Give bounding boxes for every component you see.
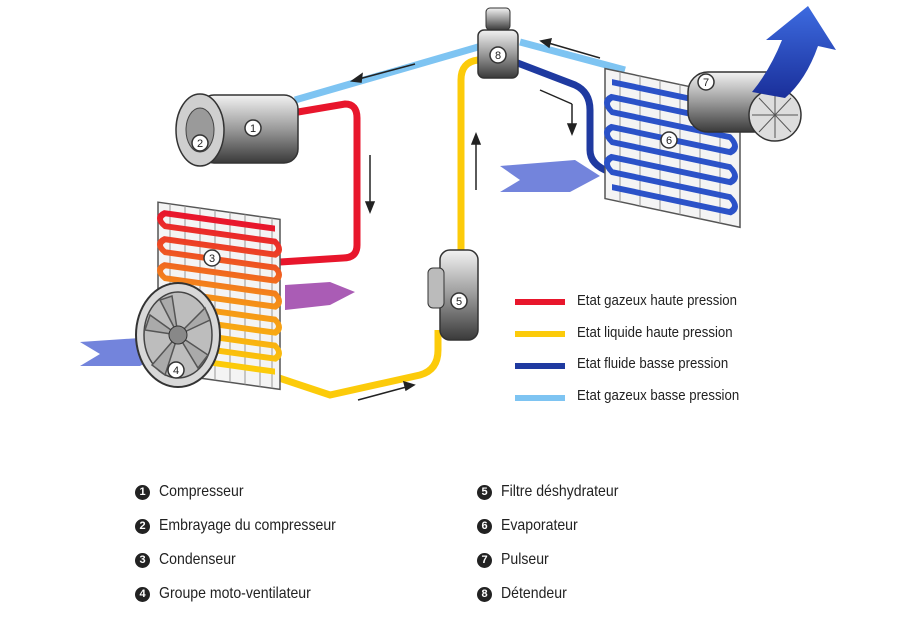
air-outlet-arrow [752,6,836,98]
list-item: 5 Filtre déshydrateur [477,483,634,501]
expansion-valve: 8 [477,7,519,79]
legend-label: Etat liquide haute pression [577,324,733,341]
pipe-gas-low-to-compressor [294,41,486,104]
number-bullet: 6 [477,518,492,534]
label-4: 4 [173,365,179,377]
fan-group: 4 [135,282,221,388]
legend-swatch-liquid-high [515,331,565,337]
list-item: 8 Détendeur [477,585,576,603]
item-label: Pulseur [501,551,549,568]
label-6: 6 [666,135,672,147]
pipe-gas-low-from-evaporator [519,38,626,74]
number-bullet: 8 [477,586,492,602]
pipe-fluid-low [513,58,612,176]
compressor: 2 1 [175,93,299,167]
air-evaporator-arrow [500,160,600,192]
pipe-liquid-to-valve [457,56,479,250]
legend-label: Etat gazeux basse pression [577,387,740,404]
list-item: 1 Compresseur [135,483,255,501]
item-label: Groupe moto-ventilateur [159,585,311,602]
legend-label: Etat fluide basse pression [577,355,729,372]
legend-swatch-fluid-low [515,363,565,369]
label-2: 2 [197,138,203,150]
label-1: 1 [250,123,256,135]
list-item: 7 Pulseur [477,551,555,569]
list-item: 3 Condenseur [135,551,246,569]
label-8: 8 [495,50,501,62]
list-item: 4 Groupe moto-ventilateur [135,585,332,603]
item-label: Evaporateur [501,517,578,534]
item-label: Filtre déshydrateur [501,483,619,500]
number-bullet: 4 [135,586,150,602]
pipe-gas-high [279,100,361,266]
item-label: Condenseur [159,551,236,568]
filter-dryer: 5 [427,249,479,341]
list-item: 2 Embrayage du compresseur [135,517,360,535]
list-item: 6 Evaporateur [477,517,588,535]
label-7: 7 [703,77,709,89]
label-5: 5 [456,296,462,308]
item-label: Compresseur [159,483,244,500]
number-bullet: 3 [135,552,150,568]
number-bullet: 7 [477,552,492,568]
item-label: Détendeur [501,585,567,602]
legend-label: Etat gazeux haute pression [577,292,737,309]
number-bullet: 5 [477,484,492,500]
item-label: Embrayage du compresseur [159,517,336,534]
number-bullet: 2 [135,518,150,534]
pipe-liquid-high [268,330,442,399]
flow-arrows [349,38,601,401]
number-bullet: 1 [135,484,150,500]
hot-air-arrow [285,282,355,310]
legend-swatch-gas-high [515,299,565,305]
legend-swatch-gas-low [515,395,565,401]
label-3: 3 [209,253,215,265]
